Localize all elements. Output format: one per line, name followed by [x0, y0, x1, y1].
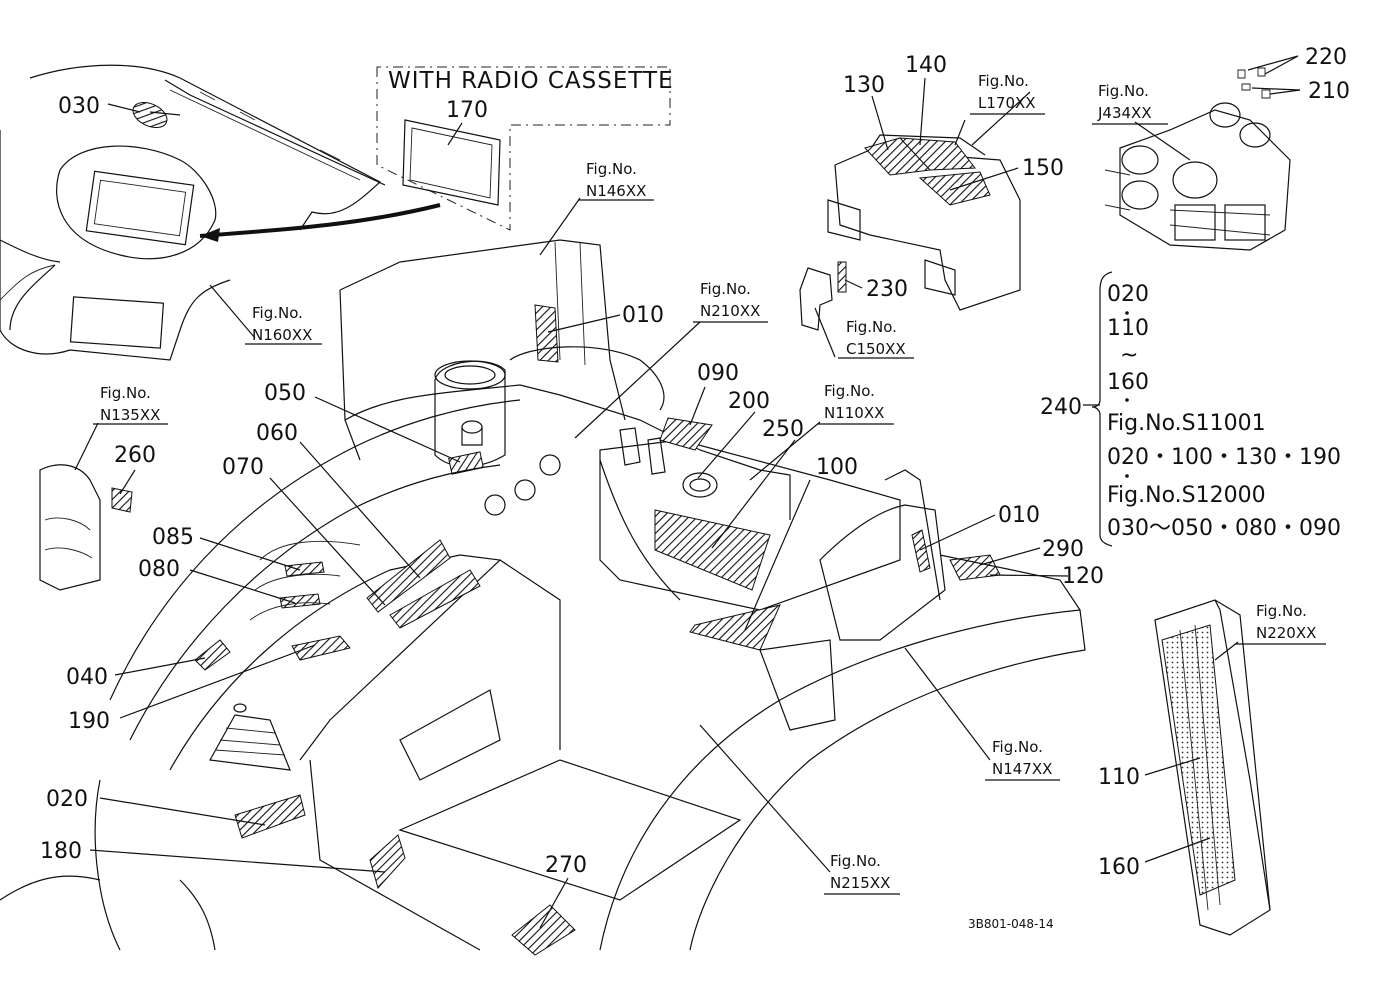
radio-cassette-title: WITH RADIO CASSETTE	[388, 68, 674, 94]
rear-cover-assembly	[827, 134, 1021, 311]
part-label-130: 130	[843, 73, 885, 98]
fig-labels: Fig.No. L170XX Fig.No. J434XX Fig.No. N1…	[93, 72, 1326, 895]
leader-lines	[89, 55, 1301, 929]
fig-top-n110: Fig.No.	[824, 382, 875, 400]
fig-num-n110: N110XX	[824, 404, 884, 422]
drawing-number: 3B801-048-14	[968, 917, 1054, 931]
fig-num-n215: N215XX	[830, 874, 890, 892]
part-label-210: 210	[1308, 79, 1350, 104]
part-labels: 030 130 140 150 220 210 230 010 050 090 …	[40, 45, 1350, 880]
valve-assembly	[1104, 67, 1291, 251]
fig-num-n210: N210XX	[700, 302, 760, 320]
part-label-220: 220	[1305, 45, 1347, 70]
part-label-020: 020	[46, 787, 88, 812]
fig-num-c150: C150XX	[846, 340, 906, 358]
fig-num-l170: L170XX	[978, 94, 1036, 112]
part-label-060: 060	[256, 421, 298, 446]
part-label-200: 200	[728, 389, 770, 414]
part-label-030: 030	[58, 94, 100, 119]
fig-top-n220: Fig.No.	[1256, 602, 1307, 620]
fig-top-n160: Fig.No.	[252, 304, 303, 322]
part-label-120: 120	[1062, 564, 1104, 589]
fig-num-n160: N160XX	[252, 326, 312, 344]
fig-top-n147: Fig.No.	[992, 738, 1043, 756]
fig-num-n135: N135XX	[100, 406, 160, 424]
part-label-110: 110	[1098, 765, 1140, 790]
fig-top-n215: Fig.No.	[830, 852, 881, 870]
roof-panel	[0, 64, 441, 361]
fig-num-j434: J434XX	[1097, 104, 1152, 122]
part-label-010-top: 010	[622, 303, 664, 328]
legend-line-7: 030～050・080・090	[1107, 516, 1341, 541]
fig-top-j434: Fig.No.	[1098, 82, 1149, 100]
fig-top-n210: Fig.No.	[700, 280, 751, 298]
fig-leaders	[74, 91, 1239, 873]
legend-line-6: Fig.No.S12000	[1107, 483, 1266, 508]
legend-line-3: 160	[1107, 370, 1149, 395]
part-label-010-right: 010	[998, 503, 1040, 528]
part-170-label: 170	[446, 98, 488, 123]
fig-top-c150: Fig.No.	[846, 318, 897, 336]
part-label-190: 190	[68, 709, 110, 734]
part-label-040: 040	[66, 665, 108, 690]
part-label-160: 160	[1098, 855, 1140, 880]
legend-240: 240 020 110 ~ 160 Fig.No.S11001 020・100・…	[1040, 271, 1341, 547]
part-label-085: 085	[152, 525, 194, 550]
part-label-180: 180	[40, 839, 82, 864]
cab-body	[0, 239, 1086, 956]
fig-top-n146: Fig.No.	[586, 160, 637, 178]
fig-num-n147: N147XX	[992, 760, 1052, 778]
part-label-140: 140	[905, 53, 947, 78]
part-label-260: 260	[114, 443, 156, 468]
part-label-050: 050	[264, 381, 306, 406]
part-label-230: 230	[866, 277, 908, 302]
part-label-150: 150	[1022, 156, 1064, 181]
part-label-070: 070	[222, 455, 264, 480]
fig-top-l170: Fig.No.	[978, 72, 1029, 90]
part-label-100: 100	[816, 455, 858, 480]
legend-line-1: 110	[1107, 316, 1149, 341]
fig-num-n146: N146XX	[586, 182, 646, 200]
part-label-250: 250	[762, 417, 804, 442]
fig-num-n220: N220XX	[1256, 624, 1316, 642]
legend-line-2: ~	[1120, 343, 1138, 368]
legend-line-0: 020	[1107, 282, 1149, 307]
part-label-290: 290	[1042, 537, 1084, 562]
part-label-080: 080	[138, 557, 180, 582]
part-label-270: 270	[545, 853, 587, 878]
pillar-panel-220	[1154, 599, 1271, 936]
fig-top-n135: Fig.No.	[100, 384, 151, 402]
part-label-090: 090	[697, 361, 739, 386]
legend-ref: 240	[1040, 395, 1082, 420]
bracket-230	[799, 261, 847, 331]
radio-cassette-box: WITH RADIO CASSETTE 170	[376, 66, 674, 231]
legend-line-4: Fig.No.S11001	[1107, 411, 1266, 436]
legend-line-5: 020・100・130・190	[1107, 445, 1341, 470]
side-cover-260	[39, 464, 133, 591]
